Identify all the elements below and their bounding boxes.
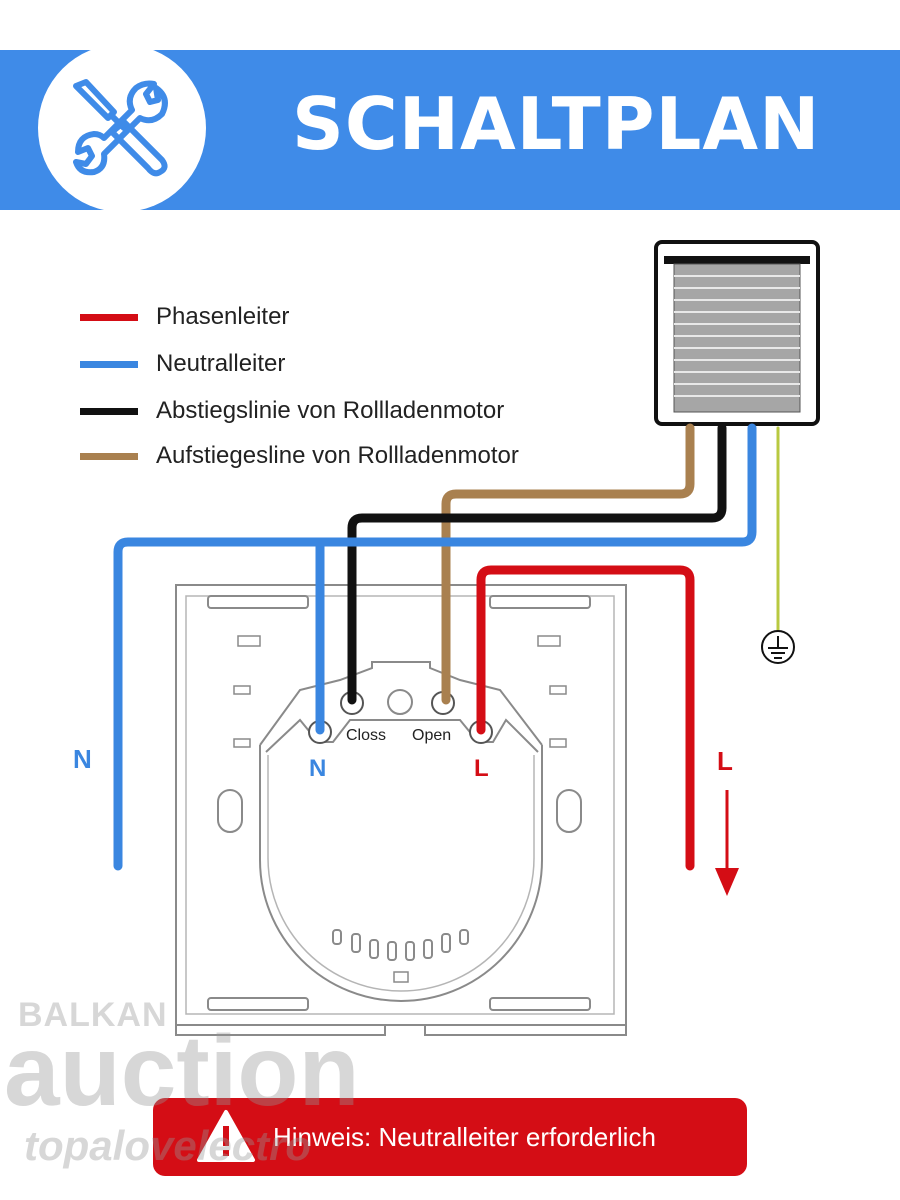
warning-icon	[197, 1110, 255, 1162]
logo-badge	[38, 44, 206, 212]
legend-item-neutral: Neutralleiter	[80, 347, 580, 383]
wire-label-n: N	[73, 744, 92, 774]
phase-arrow-icon	[715, 790, 739, 896]
legend-swatch-neutral	[80, 361, 138, 368]
legend-label-down: Abstiegslinie von Rollladenmotor	[156, 397, 505, 424]
legend-label-up: Aufstiegesline von Rollladenmotor	[156, 442, 519, 469]
wire-down-black	[347, 423, 727, 705]
legend-label-phase: Phasenleiter	[156, 303, 290, 330]
wire-phase-red	[476, 565, 695, 871]
legend-item-up: Aufstiegesline von Rollladenmotor	[80, 439, 580, 475]
switch-backplate	[175, 584, 627, 1036]
legend-swatch-up	[80, 453, 138, 460]
legend-swatch-phase	[80, 314, 138, 321]
wire-label-l: L	[717, 746, 733, 776]
notice-banner: Hinweis: Neutralleiter erforderlich	[153, 1098, 747, 1176]
legend-label-neutral: Neutralleiter	[156, 350, 286, 377]
roller-shutter-icon	[654, 240, 820, 426]
legend-item-down: Abstiegslinie von Rollladenmotor	[80, 394, 580, 430]
notice-text: Hinweis: Neutralleiter erforderlich	[273, 1122, 656, 1152]
terminal-label-open: Open	[412, 727, 451, 744]
terminal-label-n: N	[309, 755, 326, 782]
terminal-label-close: Closs	[346, 727, 386, 744]
legend-item-phase: Phasenleiter	[80, 300, 580, 336]
terminal-screws	[308, 691, 493, 744]
tools-icon	[73, 79, 168, 177]
wire-neutral-blue	[113, 423, 757, 871]
ground-icon	[761, 630, 795, 664]
legend-swatch-down	[80, 408, 138, 415]
page-title: SCHALTPLAN	[292, 82, 821, 166]
terminal-label-l: L	[474, 755, 489, 782]
wire-up-brown	[441, 423, 695, 705]
